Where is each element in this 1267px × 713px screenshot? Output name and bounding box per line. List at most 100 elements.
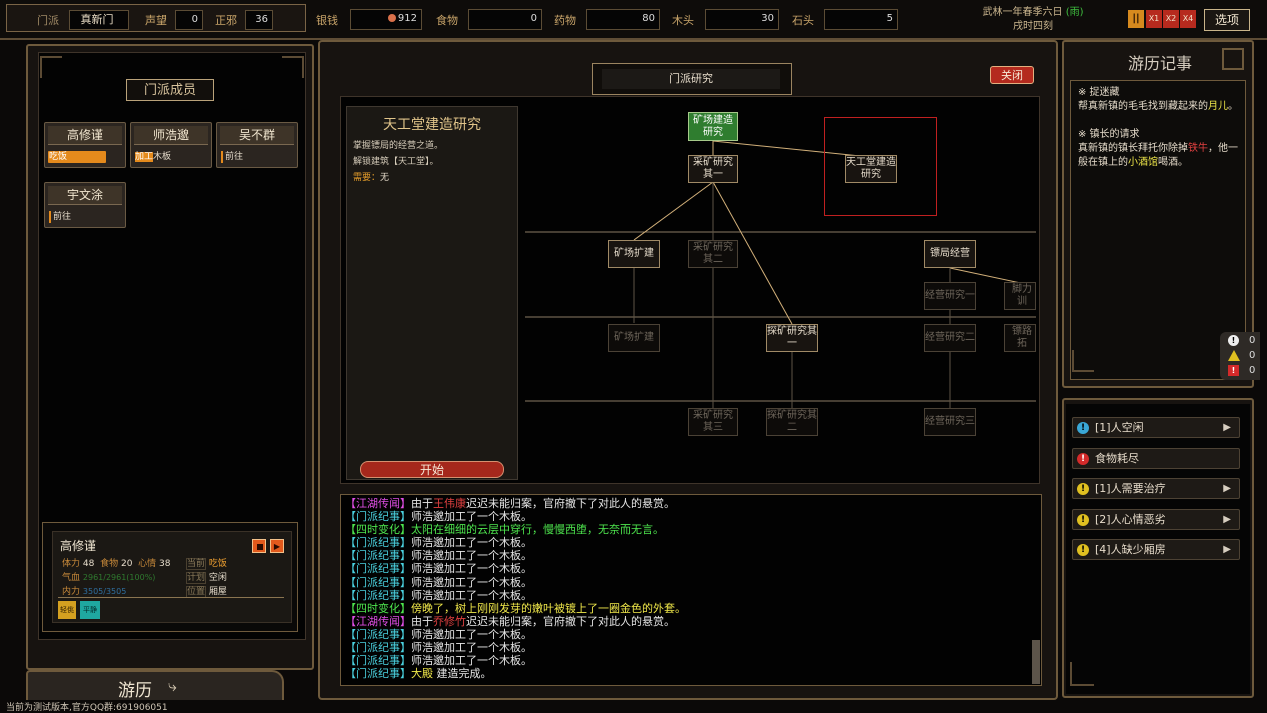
boot-icon: ⤷ — [168, 676, 177, 695]
research-node-mine-expand[interactable]: 矿场扩建 — [608, 240, 660, 268]
research-node-escort-route[interactable]: 镖路拓 — [1004, 324, 1036, 352]
chevron-right-icon: ▶ — [1223, 513, 1231, 525]
journal-title: 游历记事 — [1127, 54, 1192, 73]
notification-label: [1]人需要治疗 — [1095, 482, 1166, 495]
mp-label: 内力 — [62, 587, 81, 597]
notifications-corner-ornament — [1070, 662, 1094, 686]
log-tag: 【四时变化】 — [345, 523, 411, 537]
medicine-value: 80 — [586, 9, 660, 30]
notification-item[interactable]: ![2]人心情恶劣▶ — [1072, 508, 1240, 530]
log-line: 【门派纪事】师浩邈加工了一个木板。 — [345, 589, 1025, 602]
hp-label: 气血 — [62, 573, 81, 583]
member-name: 宇文涂 — [48, 186, 122, 205]
log-line: 【门派纪事】师浩邈加工了一个木板。 — [345, 562, 1025, 575]
quest-highlight: 铁牛 — [1188, 143, 1208, 154]
stone-value: 5 — [824, 9, 898, 30]
research-node-mining-3[interactable]: 采矿研究其三 — [688, 408, 738, 436]
current-row: 当前 吃饭 — [186, 556, 227, 570]
coin-icon — [387, 14, 396, 22]
research-node-manage-1[interactable]: 经营研究一 — [924, 282, 976, 310]
log-line: 【门派纪事】师浩邈加工了一个木板。 — [345, 549, 1025, 562]
research-node-mine-build[interactable]: 矿场建造研究 — [688, 112, 738, 141]
food-stat-label: 食物 — [100, 559, 119, 569]
log-text: 师浩邈加工了一个木板。 — [411, 536, 532, 550]
plan-value: 空闲 — [208, 573, 227, 583]
log-tag: 【门派纪事】 — [345, 549, 411, 563]
member-task: 前往 — [221, 151, 243, 163]
research-node-manage-3[interactable]: 经营研究三 — [924, 408, 976, 436]
quest-title: ※ 镇长的请求 — [1078, 129, 1140, 140]
speed-x1-button[interactable]: X1 — [1146, 10, 1162, 28]
detail-name: 高修谨 — [60, 539, 97, 553]
error-count: 0 — [1249, 365, 1256, 376]
notification-item[interactable]: ![1]人需要治疗▶ — [1072, 478, 1240, 499]
time-text: 戌时四刻 — [1013, 21, 1053, 32]
member-card[interactable]: 高修谨 吃饭 — [44, 122, 126, 168]
research-node-mining-1[interactable]: 采矿研究其一 — [688, 155, 738, 183]
mood-label: 心情 — [138, 559, 157, 569]
pause-button[interactable]: || — [1128, 10, 1144, 28]
stamina-label: 体力 — [62, 559, 81, 569]
research-node-stamina[interactable]: 脚力训 — [1004, 282, 1036, 310]
notification-item[interactable]: ![1]人空闲▶ — [1072, 417, 1240, 438]
hp-row: 气血 2961/2961(100%) — [62, 570, 155, 583]
research-info-panel — [346, 106, 518, 480]
close-button[interactable]: 关闭 — [990, 66, 1034, 84]
quest-highlight: 月儿 — [1208, 101, 1228, 112]
event-log[interactable] — [340, 494, 1042, 686]
speed-x4-button[interactable]: X4 — [1180, 10, 1196, 28]
member-card[interactable]: 宇文涂 前往 — [44, 182, 126, 228]
journal-body — [1070, 80, 1246, 380]
research-node-prospect-2[interactable]: 探矿研究其二 — [766, 408, 818, 436]
notification-item[interactable]: ![4]人缺少厢房▶ — [1072, 539, 1240, 560]
log-line: 【门派纪事】师浩邈加工了一个木板。 — [345, 654, 1025, 667]
stop-button[interactable] — [252, 539, 266, 553]
log-scrollbar[interactable] — [1032, 640, 1040, 684]
notification-item[interactable]: ! 食物耗尽 — [1072, 447, 1240, 469]
log-text: 傍晚了，树上刚刚发芽的嫩叶被镀上了一圈金色的外套。 — [411, 601, 686, 615]
research-node-mining-2[interactable]: 采矿研究其二 — [688, 240, 738, 268]
alert-icon: ! — [1077, 452, 1089, 465]
research-desc-1: 掌握镖局的经营之道。 — [353, 141, 444, 151]
trait-tag[interactable]: 平静 — [80, 601, 100, 619]
log-text: 迟迟未能归案，官府撤下了对此人的悬赏。 — [466, 614, 675, 628]
research-node-prospect-1[interactable]: 探矿研究其一 — [766, 324, 818, 352]
journal-ornament — [1222, 48, 1244, 70]
research-node-mine-expand-2[interactable]: 矿场扩建 — [608, 324, 660, 352]
quest-title: ※ 捉迷藏 — [1078, 87, 1120, 98]
position-label: 位置 — [186, 586, 207, 598]
travel-button[interactable]: 游历 ⤷ — [26, 670, 284, 701]
research-node-escort[interactable]: 镖局经营 — [924, 240, 976, 268]
research-need: 需要：无 — [353, 170, 389, 183]
footer-text: 当前为测试版本,官方QQ群:691906051 — [6, 703, 168, 713]
speed-x2-button[interactable]: X2 — [1163, 10, 1179, 28]
options-button[interactable]: 选项 — [1204, 9, 1250, 31]
quest-text-end: 喝酒。 — [1158, 157, 1188, 168]
member-card[interactable]: 师浩邈 加工木板 — [130, 122, 212, 168]
quest-entry[interactable]: ※ 捉迷藏 帮真新镇的毛毛找到藏起来的月儿。 — [1078, 86, 1242, 114]
travel-label: 游历 — [118, 681, 152, 701]
trait-tag[interactable]: 轻佻 — [58, 601, 76, 619]
member-card[interactable]: 吴不群 前往 — [216, 122, 298, 168]
log-line: 【门派纪事】师浩邈加工了一个木板。 — [345, 510, 1025, 523]
log-tag: 【门派纪事】 — [345, 536, 411, 550]
log-text: 师浩邈加工了一个木板。 — [411, 627, 532, 641]
start-research-button[interactable]: 开始 — [360, 461, 504, 478]
fame-value: 0 — [175, 10, 203, 30]
play-button[interactable]: ▶ — [270, 539, 284, 553]
quest-text-end: 。 — [1228, 101, 1238, 112]
plan-label: 计划 — [186, 572, 207, 584]
mood-value: 38 — [159, 559, 171, 569]
quest-entry[interactable]: ※ 镇长的请求 真新镇的镇长拜托你除掉铁牛，他一般在镇上的小酒馆喝酒。 — [1078, 128, 1246, 170]
event-log-lines: 【江湖传闻】由于王伟康迟迟未能归案，官府撤下了对此人的悬赏。【门派纪事】师浩邈加… — [345, 497, 1025, 683]
warning-count-icon — [1228, 350, 1240, 361]
log-tag: 【门派纪事】 — [345, 575, 411, 589]
member-name: 师浩邈 — [134, 126, 208, 145]
sect-label: 门派 — [37, 14, 59, 27]
log-line: 【江湖传闻】由于乔修竹迟迟未能归案，官府撤下了对此人的悬赏。 — [345, 615, 1025, 628]
notification-label: 食物耗尽 — [1095, 451, 1139, 465]
research-node-tiangong[interactable]: 天工堂建造研究 — [845, 155, 897, 183]
stats-row: 体力 48 食物 20 心情 38 — [62, 556, 171, 569]
research-node-manage-2[interactable]: 经营研究二 — [924, 324, 976, 352]
log-line: 【四时变化】太阳在细细的云层中穿行，慢慢西堕，无奈而无言。 — [345, 523, 1025, 536]
